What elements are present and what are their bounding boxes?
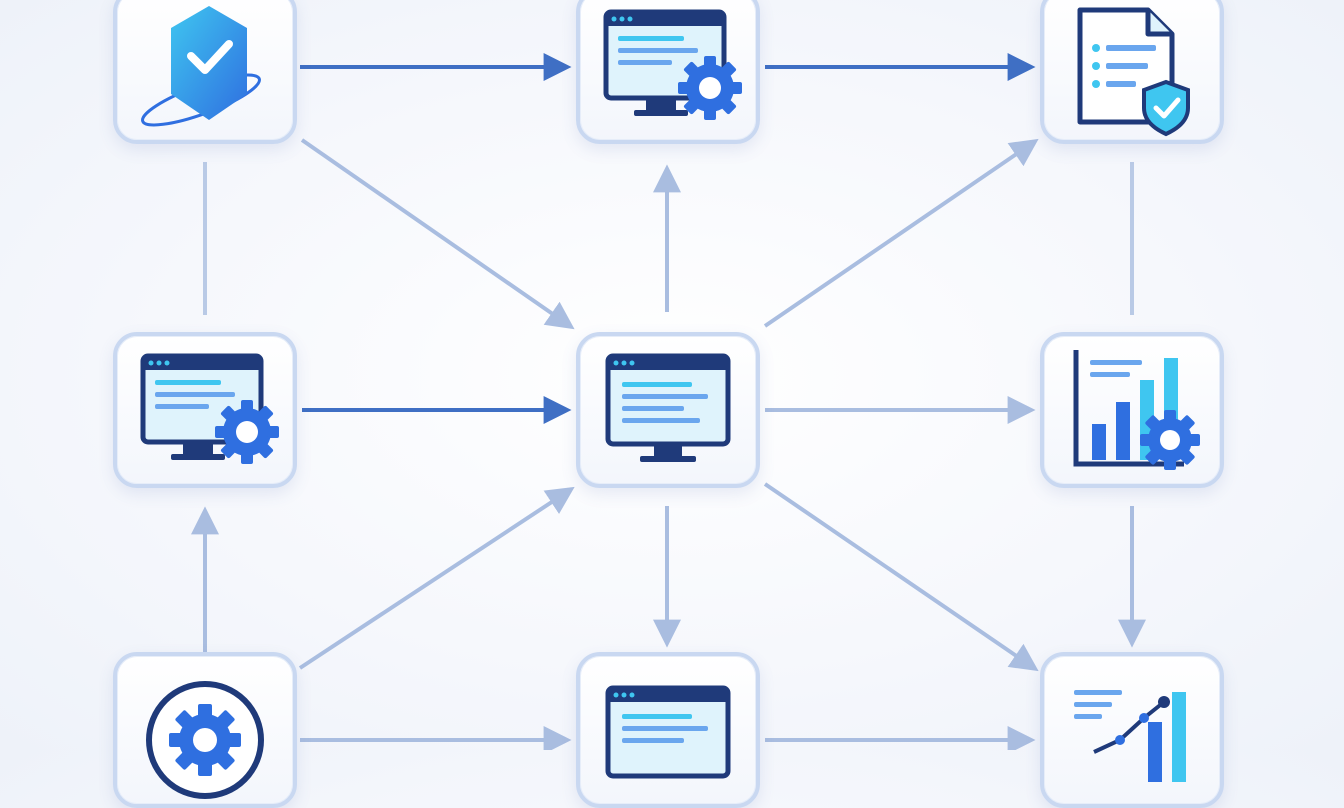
node-document-shield[interactable] <box>1040 0 1224 144</box>
node-shield[interactable] <box>113 0 297 144</box>
node-monitor-gear-top[interactable] <box>576 0 760 144</box>
node-monitor-bottom[interactable] <box>576 652 760 808</box>
node-monitor-center[interactable] <box>576 332 760 488</box>
node-gear-circle[interactable] <box>113 652 297 808</box>
bar-chart-gear-icon <box>1073 350 1200 470</box>
gear-circle-icon <box>146 681 264 799</box>
document-shield-icon <box>1077 7 1190 137</box>
node-trend-chart[interactable] <box>1040 652 1224 808</box>
edge-n5-n3 <box>763 138 1039 328</box>
edge-n7-n5 <box>298 486 575 670</box>
monitor-gear-icon <box>140 353 279 464</box>
node-monitor-gear-left[interactable] <box>113 332 297 488</box>
monitor-icon <box>605 353 731 462</box>
edge-n1-n5 <box>300 138 575 330</box>
monitor-icon <box>605 685 731 779</box>
edge-n5-n9 <box>763 482 1039 672</box>
monitor-gear-icon <box>603 9 742 120</box>
flow-diagram <box>191 53 1146 750</box>
trend-chart-icon <box>1074 690 1186 782</box>
node-bar-chart-gear[interactable] <box>1040 332 1224 488</box>
shield-check-icon <box>141 6 261 127</box>
